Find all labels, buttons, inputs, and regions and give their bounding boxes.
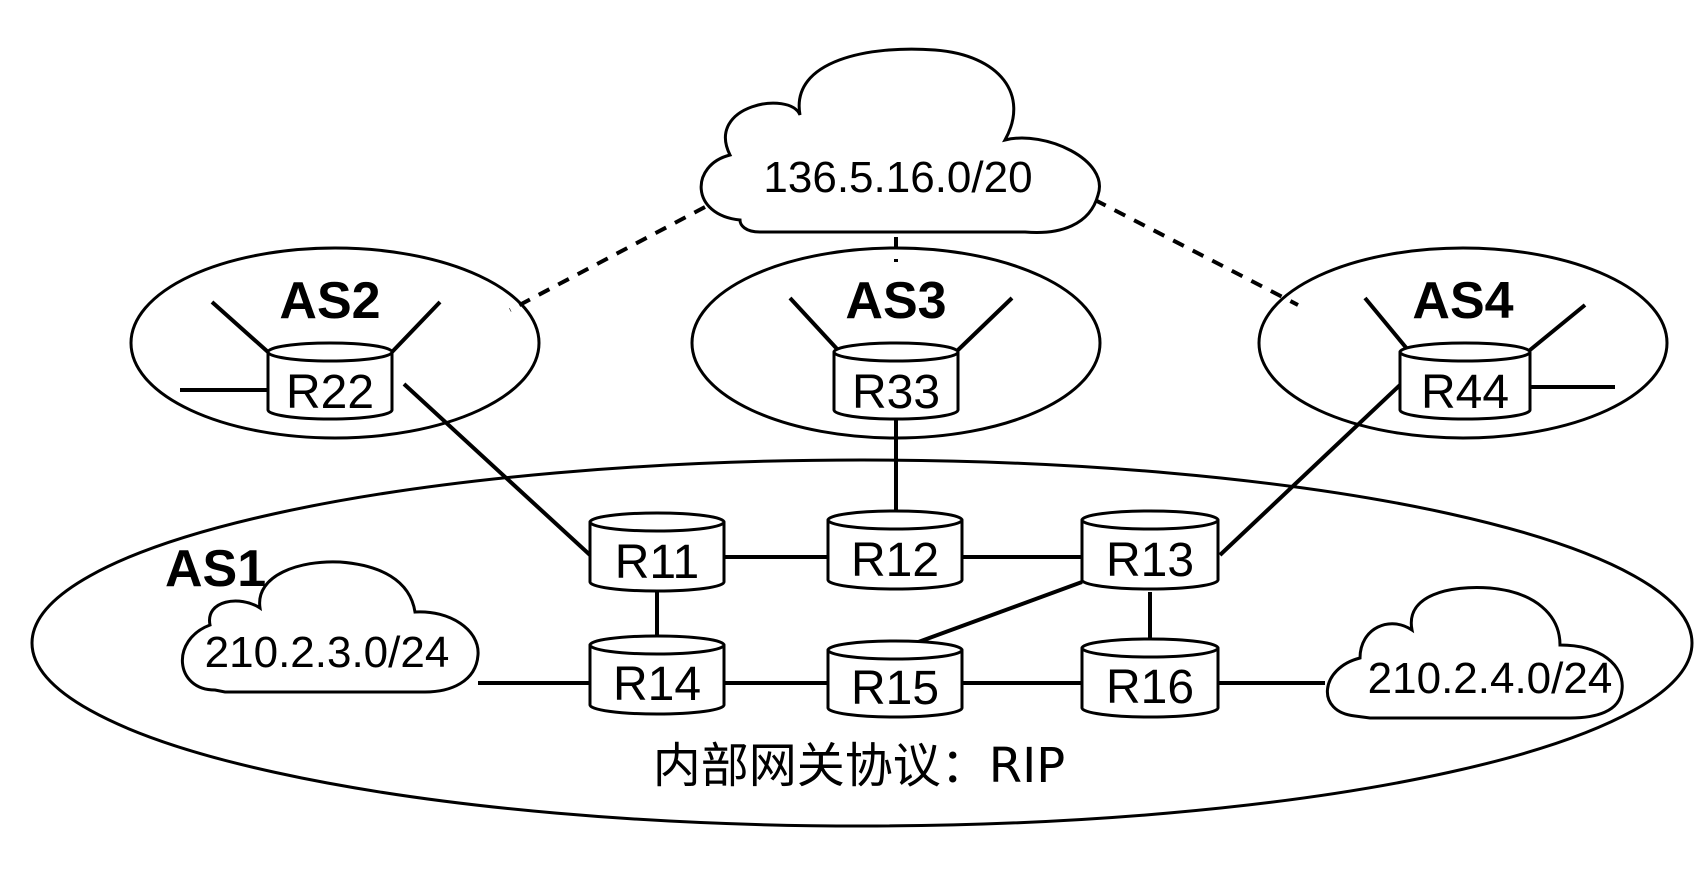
router-r16: R16 bbox=[1080, 637, 1220, 719]
router-r16-label: R16 bbox=[1106, 661, 1194, 714]
router-r14-label: R14 bbox=[613, 658, 701, 711]
router-r44-label: R44 bbox=[1421, 366, 1509, 419]
cloud-left: 210.2.3.0/24 bbox=[181, 560, 480, 694]
cloud-right-label: 210.2.4.0/24 bbox=[1368, 654, 1613, 703]
cloud-top: 136.5.16.0/20 bbox=[699, 47, 1101, 235]
dashed-link-as4 bbox=[1094, 198, 1299, 307]
r44-stub-upright bbox=[1528, 303, 1587, 352]
as2-region bbox=[129, 246, 541, 440]
router-r15: R15 bbox=[826, 639, 964, 719]
router-r11: R11 bbox=[588, 511, 726, 593]
router-r44: R44 bbox=[1398, 341, 1532, 421]
router-r33: R33 bbox=[832, 341, 960, 421]
router-r15-label: R15 bbox=[851, 662, 939, 715]
as1-label: AS1 bbox=[165, 540, 266, 598]
protocol-caption: 内部网关协议：RIP bbox=[653, 738, 1065, 794]
link-r13-r15 bbox=[901, 580, 1083, 650]
r44-stub-upleft bbox=[1363, 296, 1410, 352]
as2-label: AS2 bbox=[279, 272, 380, 330]
router-r33-label: R33 bbox=[852, 366, 940, 419]
router-r12: R12 bbox=[826, 509, 964, 591]
r33-stub-upright bbox=[956, 296, 1014, 352]
router-r13-label: R13 bbox=[1106, 534, 1194, 587]
cloud-left-label: 210.2.3.0/24 bbox=[205, 628, 450, 677]
router-r11-label: R11 bbox=[615, 536, 700, 589]
dashed-link-as2 bbox=[509, 205, 706, 312]
as4-region bbox=[1257, 246, 1669, 440]
as4-label: AS4 bbox=[1412, 272, 1513, 330]
router-r22-label: R22 bbox=[286, 366, 374, 419]
as1-region bbox=[30, 458, 1694, 828]
cloud-right: 210.2.4.0/24 bbox=[1326, 586, 1624, 720]
r33-stub-upleft bbox=[788, 296, 840, 352]
link-r44-r13 bbox=[1218, 383, 1402, 557]
r22-stub-upright bbox=[390, 300, 442, 354]
cloud-top-label: 136.5.16.0/20 bbox=[763, 153, 1032, 202]
as3-label: AS3 bbox=[845, 272, 946, 330]
router-r22: R22 bbox=[266, 341, 394, 421]
link-r22-r11 bbox=[402, 382, 592, 557]
router-r12-label: R12 bbox=[851, 534, 939, 587]
r22-stub-upleft bbox=[210, 300, 270, 354]
router-r13: R13 bbox=[1080, 509, 1220, 591]
router-r14: R14 bbox=[588, 634, 726, 716]
